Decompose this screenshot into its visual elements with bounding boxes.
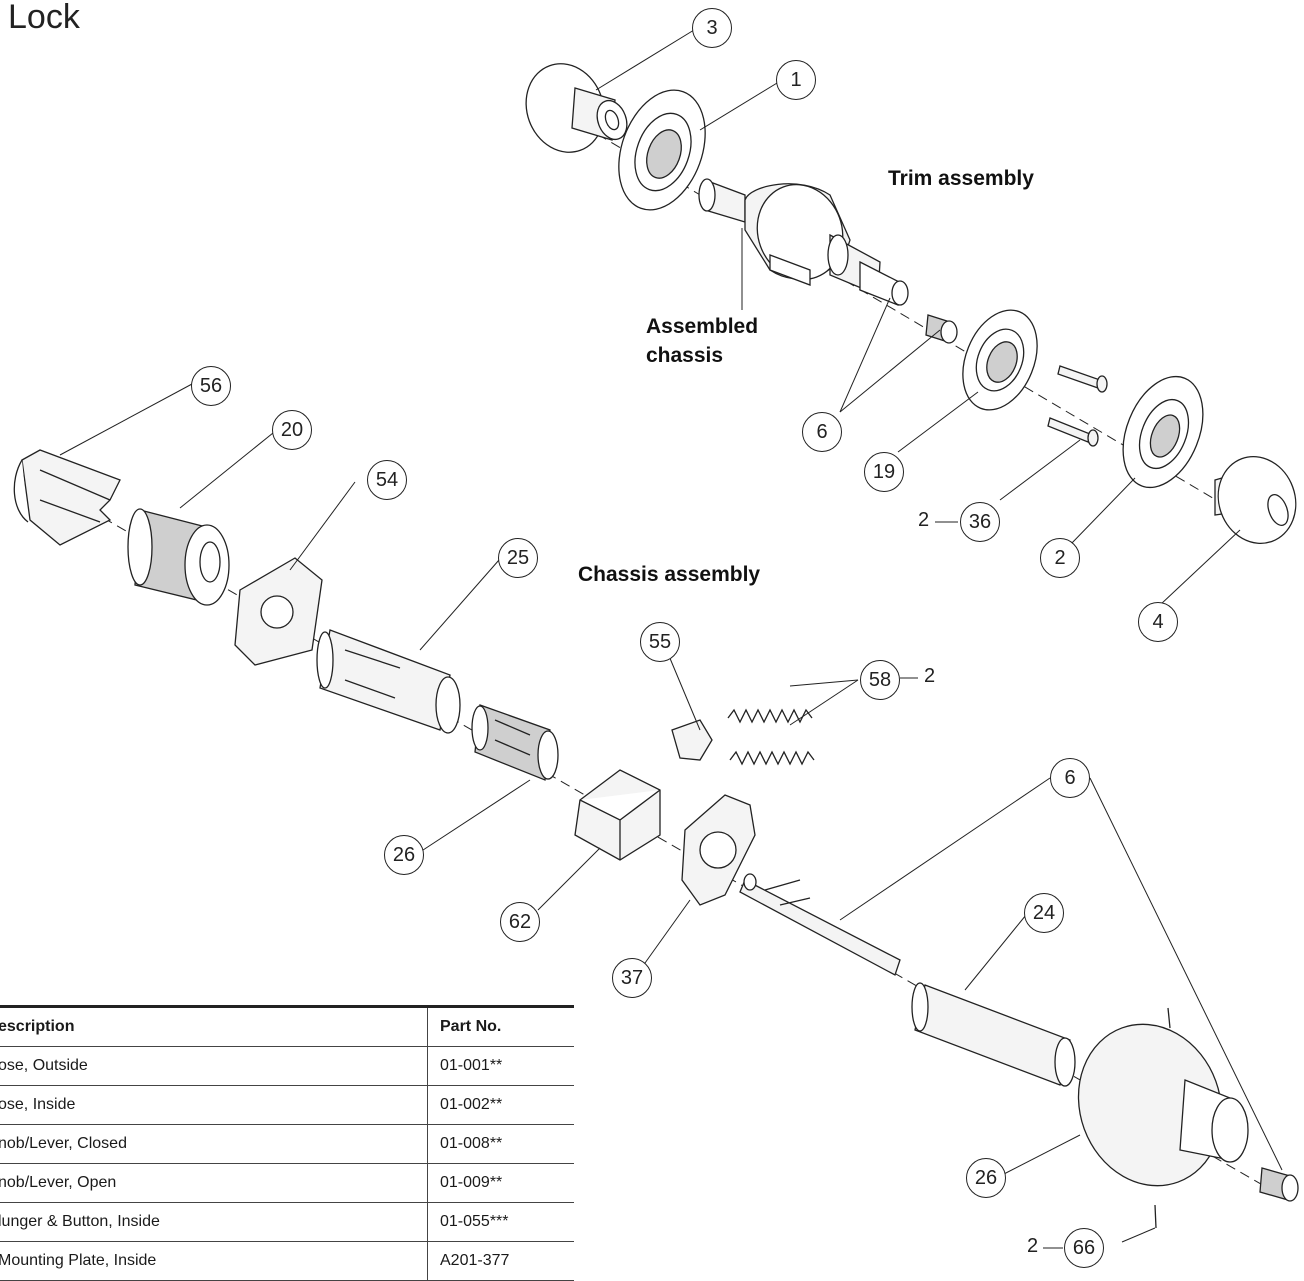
table-row: nob/Lever, Open 01-009**	[0, 1163, 574, 1203]
part-6-spindle	[739, 873, 901, 976]
callout-6-top: 6	[802, 412, 842, 452]
row-part-no: 01-002**	[427, 1085, 574, 1125]
row-description: nob/Lever, Open	[0, 1163, 428, 1203]
leader-lines	[59, 29, 1283, 1249]
part-62-housing	[574, 769, 661, 861]
part-20-cylinder	[127, 508, 230, 606]
qty-58: 2	[924, 665, 936, 687]
callout-6-bottom: 6	[1050, 758, 1090, 798]
part-66-pins	[1154, 1007, 1171, 1229]
part-25-tube	[316, 629, 461, 734]
part-4-inside-knob	[1214, 456, 1297, 544]
callout-3: 3	[692, 8, 732, 48]
qty-66: 2	[1027, 1235, 1039, 1257]
part-19-mounting-plate	[962, 309, 1038, 411]
row-description: lunger & Button, Inside	[0, 1202, 428, 1242]
callout-1: 1	[776, 60, 816, 100]
part-56-retainer	[13, 449, 121, 546]
qty-36: 2	[918, 509, 930, 531]
part-6-spacer	[925, 314, 958, 344]
callout-54: 54	[367, 460, 407, 500]
callout-66: 66	[1064, 1228, 1104, 1268]
callout-19: 19	[864, 452, 904, 492]
table-row: lunger & Button, Inside 01-055***	[0, 1202, 574, 1242]
table-row: nob/Lever, Closed 01-008**	[0, 1124, 574, 1164]
callout-58: 58	[860, 660, 900, 700]
callout-37: 37	[612, 958, 652, 998]
table-row: ose, Outside 01-001**	[0, 1046, 574, 1086]
row-description: ose, Outside	[0, 1046, 428, 1086]
table-row: Mounting Plate, Inside A201-377	[0, 1241, 574, 1281]
part-24-tube	[911, 982, 1076, 1087]
part-55-latch-piece	[671, 719, 713, 761]
callout-26-right: 26	[966, 1158, 1006, 1198]
part-58-springs	[727, 708, 815, 766]
assembled-chassis-label-line1: Assembled	[646, 315, 759, 338]
callout-55: 55	[640, 622, 680, 662]
part-26-retractor	[471, 704, 559, 781]
callout-25: 25	[498, 538, 538, 578]
row-description: Mounting Plate, Inside	[0, 1241, 428, 1281]
row-part-no: A201-377	[427, 1241, 574, 1281]
header-part-no: Part No.	[427, 1005, 574, 1047]
parts-table: escription Part No. ose, Outside 01-001*…	[0, 1005, 574, 1281]
chassis-assembly-label: Chassis assembly	[578, 563, 761, 586]
row-description: nob/Lever, Closed	[0, 1124, 428, 1164]
callout-2: 2	[1040, 538, 1080, 578]
table-header-row: escription Part No.	[0, 1005, 574, 1047]
callout-36: 36	[960, 502, 1000, 542]
callout-26-left: 26	[384, 835, 424, 875]
callout-20: 20	[272, 410, 312, 450]
trim-assembly-label: Trim assembly	[888, 167, 1034, 190]
part-2-inside-rose	[1122, 375, 1204, 489]
part-37-plate	[681, 794, 756, 906]
part-54-plate	[234, 557, 323, 666]
part-1-outside-rose	[618, 89, 706, 211]
header-description: escription	[0, 1005, 428, 1047]
assembled-chassis-label-line2: chassis	[646, 344, 724, 367]
callout-62: 62	[500, 902, 540, 942]
callout-56: 56	[191, 366, 231, 406]
row-part-no: 01-001**	[427, 1046, 574, 1086]
part-36-screws	[1047, 365, 1108, 447]
page-title: Lock	[8, 0, 80, 36]
assembled-chassis	[698, 178, 909, 306]
row-part-no: 01-055***	[427, 1202, 574, 1242]
row-part-no: 01-009**	[427, 1163, 574, 1203]
row-description: ose, Inside	[0, 1085, 428, 1125]
callout-4: 4	[1138, 602, 1178, 642]
callout-24: 24	[1024, 893, 1064, 933]
row-part-no: 01-008**	[427, 1124, 574, 1164]
part-26-inside-housing	[1077, 1023, 1249, 1187]
part-3-outside-knob	[525, 63, 628, 153]
part-6-spacer-lower	[1259, 1167, 1299, 1202]
table-row: ose, Inside 01-002**	[0, 1085, 574, 1125]
